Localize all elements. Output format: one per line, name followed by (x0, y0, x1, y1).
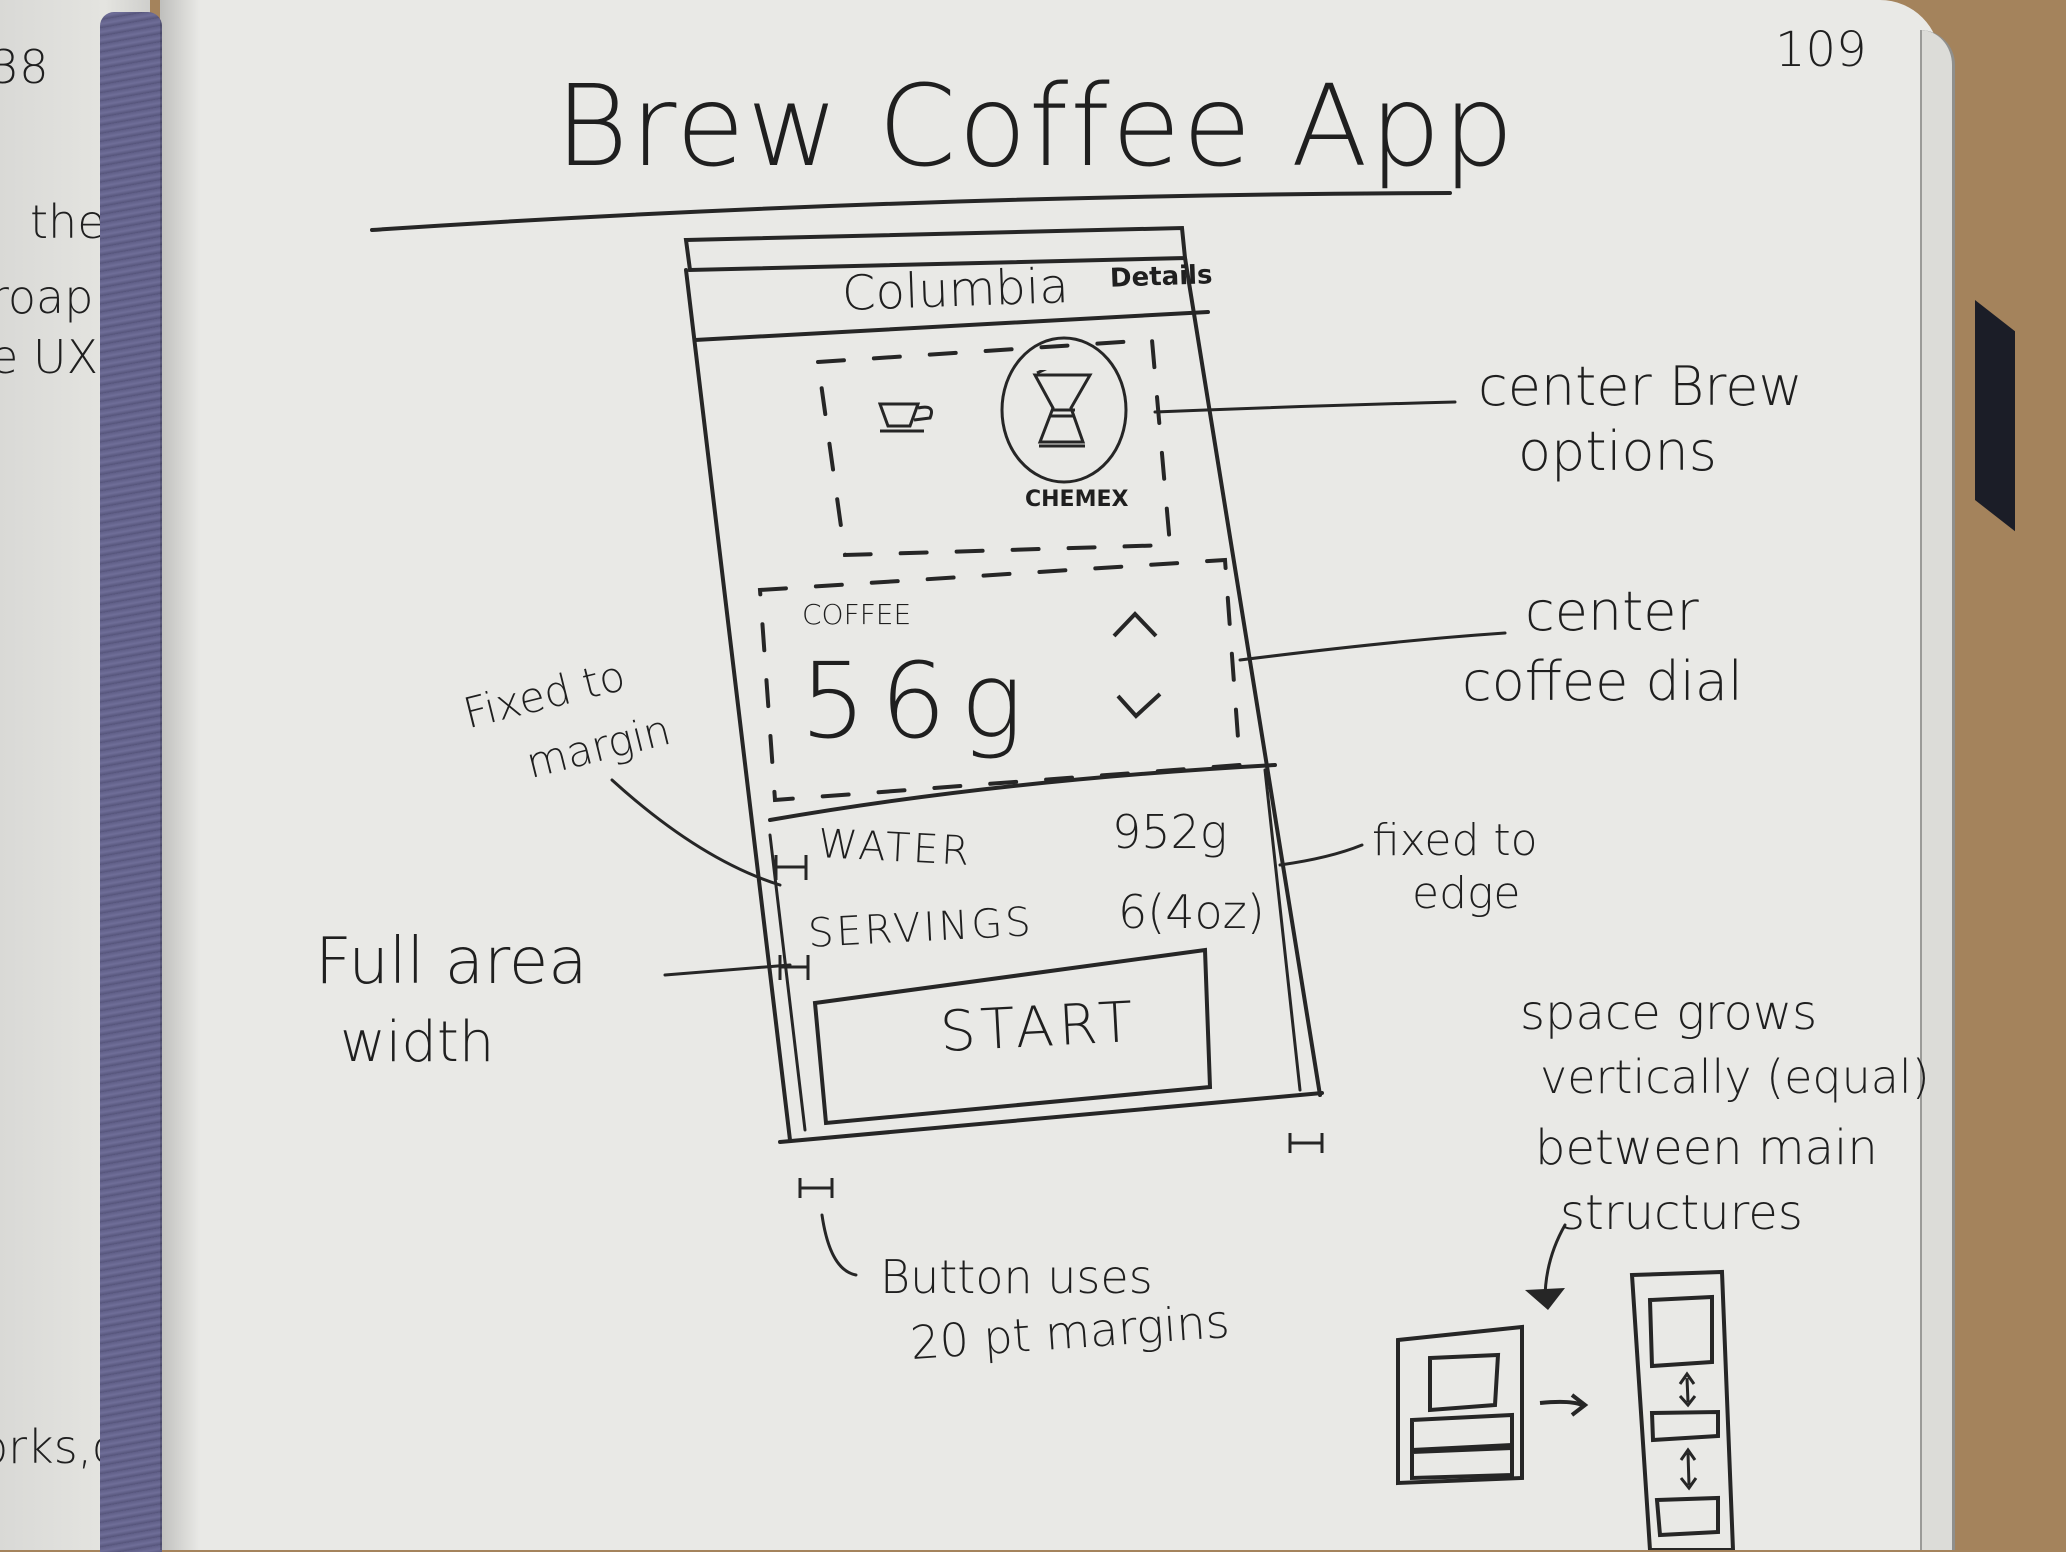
leader-button-margins (820, 1213, 858, 1277)
nav-bar-divider (693, 310, 1210, 342)
title-underline (370, 191, 1452, 232)
details-button[interactable]: Details (1109, 260, 1213, 294)
chevron-up-icon[interactable] (1110, 608, 1160, 647)
page-number: 109 (1775, 22, 1867, 78)
margin-marker (774, 855, 808, 880)
left-page-fragment: the (30, 195, 106, 249)
left-page-fragment: 38 (0, 40, 49, 94)
coffee-dial-value: 56g (800, 640, 1037, 762)
coffee-dial-label: COFFEE (802, 598, 912, 631)
leader-fixed-edge (1278, 843, 1364, 867)
start-button[interactable]: START (938, 989, 1140, 1066)
chemex-icon[interactable] (1025, 358, 1105, 464)
leader-fixed-margin (610, 778, 782, 887)
margin-marker (1288, 1133, 1324, 1153)
phone-bottom-edge (778, 1091, 1324, 1144)
section-divider (768, 763, 1277, 822)
water-value: 952g (1112, 805, 1228, 859)
left-page-fragment: roap (0, 270, 94, 324)
page-edges (1920, 30, 1955, 1550)
elastic-band (100, 12, 162, 1552)
servings-value: 6(4oz) (1118, 885, 1265, 939)
phone-left-edge (684, 268, 792, 1142)
start-button-outline (812, 947, 1213, 1126)
small-phone-after (1629, 1269, 1736, 1550)
margin-marker (798, 1178, 834, 1198)
sketch-title: Brew Coffee App (555, 62, 1516, 192)
small-phone-before (1396, 1324, 1524, 1486)
coffee-dial-dashed-box (757, 557, 1243, 803)
water-label: WATER (816, 820, 974, 876)
pour-over-dripper-icon[interactable] (877, 398, 948, 442)
leader-coffee-dial (1238, 631, 1507, 662)
transform-arrow (1539, 1399, 1583, 1407)
margin-marker (778, 955, 810, 980)
left-page-fragment: e UX (0, 330, 99, 384)
gutter-shadow (160, 0, 200, 1550)
brew-options-dashed-box (815, 337, 1173, 558)
leader-full-width (663, 963, 792, 977)
chevron-down-icon[interactable] (1114, 688, 1164, 727)
left-page-fragment: orks,c (0, 1420, 118, 1474)
right-notebook-page (160, 0, 1940, 1550)
nav-title: Columbia (841, 258, 1070, 322)
chemex-label: CHEMEX (1025, 487, 1129, 512)
phone-right-edge (1183, 256, 1322, 1097)
leader-brew-options (1153, 400, 1457, 414)
